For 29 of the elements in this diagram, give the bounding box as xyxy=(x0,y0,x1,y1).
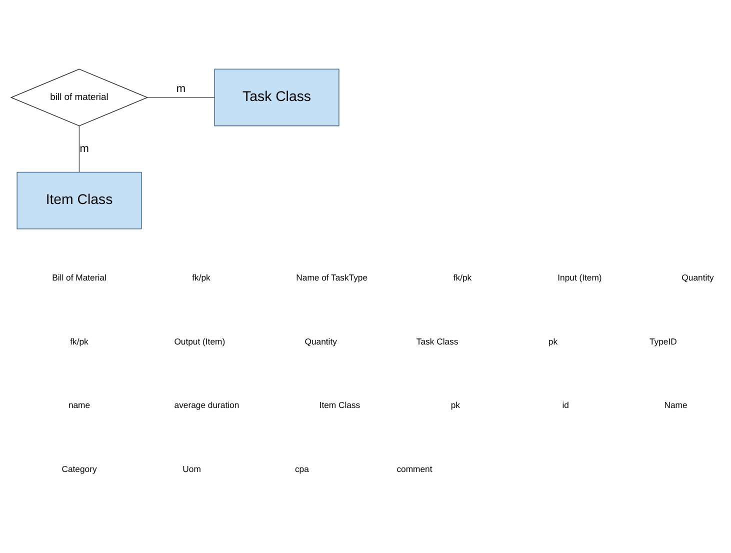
label: Input (Item) xyxy=(558,272,602,283)
connector xyxy=(147,97,215,98)
label: cpa xyxy=(294,464,309,474)
label: Task Class xyxy=(416,336,458,346)
label: fk/pk xyxy=(70,336,88,346)
label: id xyxy=(562,400,569,410)
label: Name of TaskType xyxy=(296,272,368,283)
edge-label: m xyxy=(80,142,89,155)
label: Quantity xyxy=(304,336,337,346)
label: TypeID xyxy=(649,336,677,346)
label: Output (Item) xyxy=(174,336,226,346)
label: pk xyxy=(450,400,460,410)
connector xyxy=(78,126,80,172)
label: fk/pk xyxy=(453,272,472,283)
label: Name xyxy=(664,400,688,410)
label: Bill of Material xyxy=(52,272,106,283)
label: name xyxy=(68,400,90,410)
label: comment xyxy=(396,464,432,474)
node-box: Item Class xyxy=(16,172,142,230)
label: pk xyxy=(548,336,558,346)
label: Uom xyxy=(182,464,201,474)
label: average duration xyxy=(174,400,240,410)
label: Item Class xyxy=(319,400,360,410)
node-box: Task Class xyxy=(214,68,340,126)
label: fk/pk xyxy=(192,272,210,283)
label: Category xyxy=(62,464,97,474)
node-diamond: bill of material xyxy=(10,68,148,126)
label: Quantity xyxy=(682,272,714,283)
edge-label: m xyxy=(176,83,186,96)
